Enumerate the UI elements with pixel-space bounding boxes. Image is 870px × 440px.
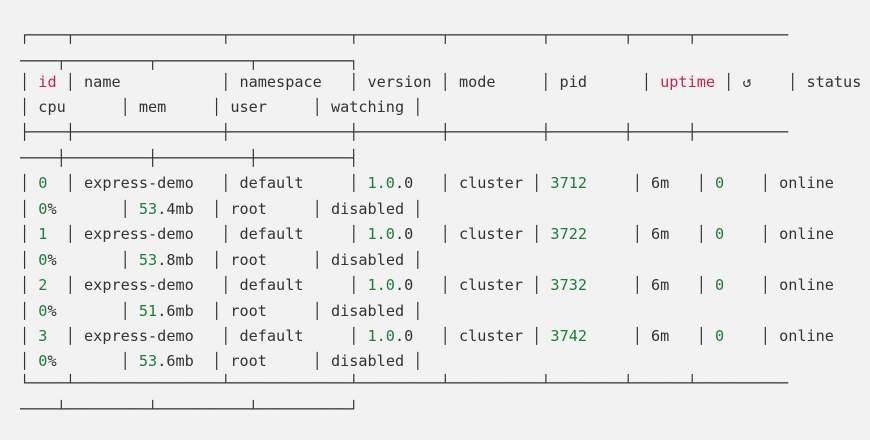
table-header-row: │ id │ name │ namespace │ version │ mode… [20,73,862,91]
cell-pid: 3722 [550,225,587,243]
cell-status: online [779,276,834,294]
table-row: │ 0 │ express-demo │ default │ 1.0.0 │ c… [20,174,834,192]
table-border-bottom: └────┴────────────────┴─────────────┴───… [20,374,789,392]
cell-namespace: default [239,276,304,294]
cell-status: online [779,327,834,345]
header-id: id [38,73,57,91]
cell-cpu-num: 0 [38,200,48,218]
cell-name: express-demo [84,225,194,243]
cell-watching: disabled [330,251,405,269]
cell-mode: cluster [458,174,523,192]
cell-uptime: 6m [651,225,670,243]
cell-mem-rest: .6mb [157,302,194,320]
header-restart-icon: ↺ [742,73,752,91]
cell-id: 2 [38,276,48,294]
cell-watching: disabled [330,352,405,370]
cell-cpu-num: 0 [38,352,48,370]
cell-version-patch: .0 [394,327,414,345]
cell-pid: 3712 [550,174,587,192]
cell-name: express-demo [84,327,194,345]
cell-version-major: 1.0 [367,174,395,192]
cell-pid: 3732 [550,276,587,294]
cell-id: 0 [38,174,48,192]
cell-mem-rest: .8mb [157,251,194,269]
cell-restarts: 0 [715,276,725,294]
header-namespace: namespace [239,73,322,91]
cell-version-patch: .0 [394,276,414,294]
cell-namespace: default [239,225,304,243]
cell-user: root [230,251,267,269]
table-row-wrap: │ 0% │ 53.4mb │ root │ disabled │ [20,200,423,218]
cell-watching: disabled [330,200,405,218]
cell-cpu-unit: % [47,352,57,370]
header-mem: mem [138,98,167,116]
header-uptime: uptime [660,73,716,91]
header-cpu: cpu [38,98,66,116]
cell-mem-num: 53 [138,251,158,269]
cell-status: online [779,225,834,243]
cell-mem-num: 51 [138,302,158,320]
cell-uptime: 6m [651,276,670,294]
cell-restarts: 0 [715,174,725,192]
cell-cpu-num: 0 [38,251,48,269]
table-row: │ 2 │ express-demo │ default │ 1.0.0 │ c… [20,276,834,294]
cell-version-major: 1.0 [367,225,395,243]
cell-cpu-unit: % [47,200,57,218]
cell-restarts: 0 [715,327,725,345]
cell-mode: cluster [458,225,523,243]
cell-version-patch: .0 [394,174,414,192]
table-border-top: ┌────┬────────────────┬─────────────┬───… [20,26,789,44]
table-border-top-wrap: ────┬─────────┬──────────┬──────────┐ [20,52,359,70]
cell-cpu-num: 0 [38,302,48,320]
table-header-row-wrap: │ cpu │ mem │ user │ watching │ [20,98,423,116]
cell-id: 3 [38,327,48,345]
cell-status: online [779,174,834,192]
cell-uptime: 6m [651,174,670,192]
header-status: status [806,73,862,91]
table-row: │ 3 │ express-demo │ default │ 1.0.0 │ c… [20,327,834,345]
cell-pid: 3742 [550,327,587,345]
cell-cpu-unit: % [47,302,57,320]
cell-uptime: 6m [651,327,670,345]
header-pid: pid [559,73,587,91]
table-row-wrap: │ 0% │ 53.8mb │ root │ disabled │ [20,251,423,269]
cell-mode: cluster [458,327,523,345]
header-mode: mode [458,73,496,91]
header-user: user [230,98,267,116]
cell-name: express-demo [84,174,194,192]
cell-version-major: 1.0 [367,327,395,345]
cell-namespace: default [239,174,304,192]
cell-namespace: default [239,327,304,345]
header-watching: watching [330,98,405,116]
table-border-mid: ├────┼────────────────┼─────────────┼───… [20,123,789,141]
header-version: version [367,73,432,91]
table-row-wrap: │ 0% │ 53.6mb │ root │ disabled │ [20,352,423,370]
cell-version-major: 1.0 [367,276,395,294]
cell-mem-num: 53 [138,352,158,370]
cell-watching: disabled [330,302,405,320]
cell-mode: cluster [458,276,523,294]
cell-cpu-unit: % [47,251,57,269]
cell-user: root [230,302,267,320]
header-name: name [84,73,121,91]
cell-user: root [230,200,267,218]
table-row: │ 1 │ express-demo │ default │ 1.0.0 │ c… [20,225,834,243]
cell-version-patch: .0 [394,225,414,243]
cell-restarts: 0 [715,225,725,243]
table-border-bottom-wrap: ────┴─────────┴──────────┴──────────┘ [20,400,359,418]
cell-name: express-demo [84,276,194,294]
table-border-mid-wrap: ────┼─────────┼──────────┼──────────┤ [20,149,359,167]
cell-mem-rest: .6mb [157,352,194,370]
table-row-wrap: │ 0% │ 51.6mb │ root │ disabled │ [20,302,423,320]
cell-mem-rest: .4mb [157,200,194,218]
cell-user: root [230,352,267,370]
cell-mem-num: 53 [138,200,158,218]
cell-id: 1 [38,225,48,243]
